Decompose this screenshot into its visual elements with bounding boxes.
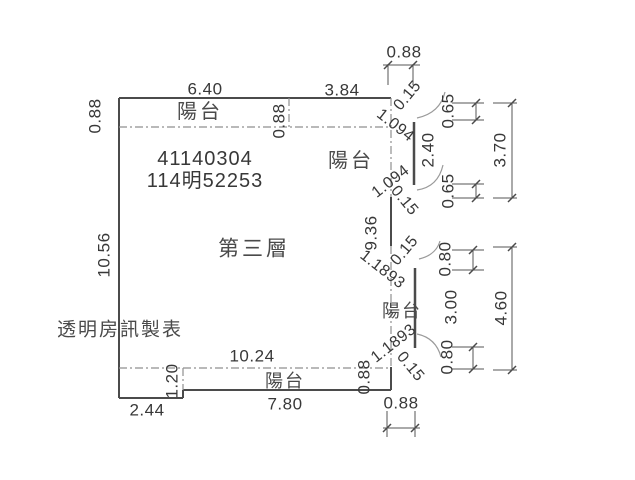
balcony-opening-lines <box>412 122 417 348</box>
parcel-number: 41140304 <box>157 148 253 170</box>
dim-corner-depth: 0.88 <box>354 359 374 395</box>
dim-top-width-right: 3.84 <box>324 80 360 100</box>
dim-pier-065-lower: 0.65 <box>438 173 458 209</box>
dim-top-balcony-width: 0.88 <box>386 42 422 62</box>
balcony-label-right-upper: 陽台 <box>328 150 374 172</box>
dim-right-wall: 9.36 <box>361 215 381 251</box>
dim-bottom-width-right: 7.80 <box>267 394 303 414</box>
leader-arcs <box>416 91 446 358</box>
wall-outline <box>118 97 392 399</box>
dim-bottom-balcony-width: 0.88 <box>383 393 419 413</box>
balcony-label-top: 陽台 <box>177 101 223 123</box>
dim-step-120: 1.20 <box>162 363 182 399</box>
dim-bottom-width-left: 2.44 <box>129 400 165 420</box>
dim-pier-080-upper: 0.80 <box>435 241 455 277</box>
balcony-label-bottom: 陽台 <box>265 371 305 391</box>
source-watermark: 透明房訊製表 <box>56 319 184 341</box>
dim-balcony-depth-mid: 0.88 <box>269 103 289 139</box>
floor-label: 第三層 <box>218 237 290 261</box>
dim-left-height: 10.56 <box>94 232 114 278</box>
dim-pier-065-upper: 0.65 <box>438 93 458 129</box>
dim-total-460: 4.60 <box>491 290 511 326</box>
balcony-label-right-mid: 陽台 <box>382 301 422 321</box>
balcony-dash-lines <box>119 98 392 390</box>
dim-opening-300: 3.00 <box>441 289 461 325</box>
registration-number: 114明52253 <box>146 170 264 192</box>
dimension-lines <box>383 64 517 437</box>
dim-balcony-depth-left: 0.88 <box>85 98 105 134</box>
dimension-ticks <box>382 60 517 433</box>
dim-opening-240: 2.40 <box>418 132 438 168</box>
dim-top-width-left: 6.40 <box>187 79 223 99</box>
dim-pier-080-lower: 0.80 <box>437 339 457 375</box>
dim-total-370: 3.70 <box>490 132 510 168</box>
dim-bottom-width-total: 10.24 <box>229 346 275 366</box>
